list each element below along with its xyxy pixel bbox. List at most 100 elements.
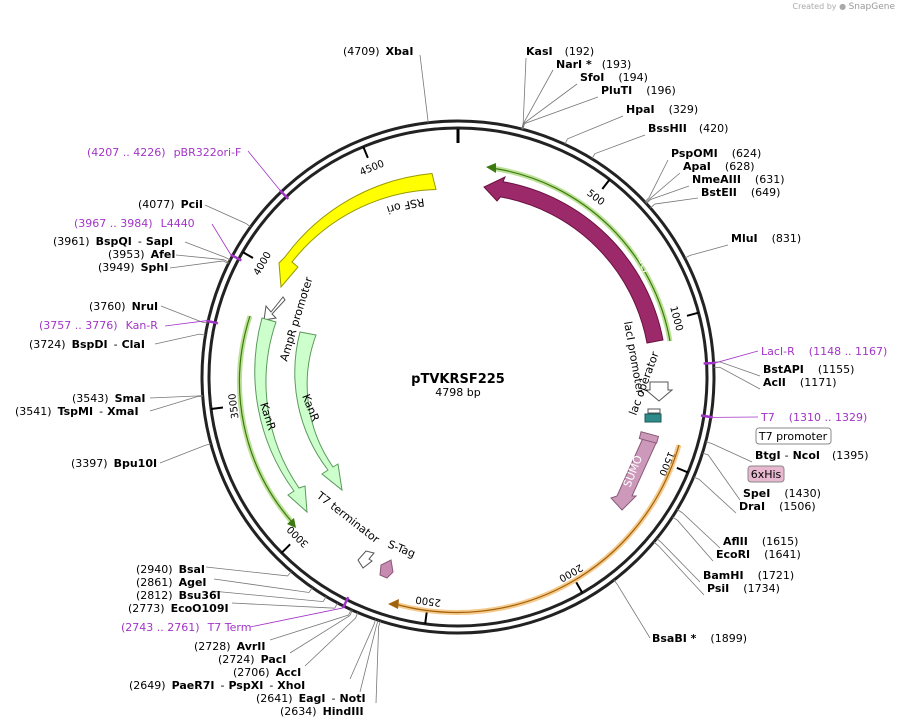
site-label-ecoRI[interactable]: EcoRI(1641) (716, 548, 801, 561)
svg-text:(4207 .. 4226)pBR322ori-F: (4207 .. 4226)pBR322ori-F (87, 146, 241, 159)
site-leader-line (702, 452, 741, 501)
site-label-bamHI[interactable]: BamHI(1721) (703, 569, 794, 582)
site-label-kasI[interactable]: KasI(192) (526, 45, 594, 58)
site-name: PspOMI (671, 147, 718, 160)
site-label-xbaI[interactable]: (4709)XbaI (343, 45, 413, 58)
kanr-outline-line (238, 315, 293, 523)
site-name: BsaI (179, 563, 205, 576)
primer-label-pbr322ori-f[interactable]: (4207 .. 4226)pBR322ori-F (87, 146, 241, 159)
primer-label-kan-r[interactable]: (3757 .. 3776)Kan-R (39, 319, 158, 332)
svg-text:KasI(192): KasI(192) (526, 45, 594, 58)
feature-box-6xhis[interactable]: 6xHis (747, 465, 785, 483)
site-leader-line (521, 57, 527, 130)
site-name: AvrII (237, 640, 266, 653)
site-pos: (3543) (72, 392, 109, 405)
site-label-pacI[interactable]: (2724)PacI (218, 653, 286, 666)
site-label-narI[interactable]: NarI *(193) (556, 58, 631, 71)
site-label-eagI-notI[interactable]: (2641)EagI-NotI (256, 692, 366, 705)
svg-text:(4077)PciI: (4077)PciI (138, 198, 203, 211)
site-label-nmeAIII[interactable]: NmeAIII(631) (692, 173, 785, 186)
site-name: SpeI (743, 487, 770, 500)
site-label-smaI[interactable]: (3543)SmaI (72, 392, 145, 405)
site-label-nruI[interactable]: (3760)NruI (89, 300, 158, 313)
tick-mark (601, 178, 611, 190)
site-leader-line (644, 159, 669, 203)
s-tag-arrow (379, 559, 394, 579)
site-label-ecoO109I[interactable]: (2773)EcoO109I (128, 602, 229, 615)
site-label-paeR7I-pspXI-xhoI[interactable]: (2649)PaeR7I-PspXI-XhoI (129, 679, 305, 692)
site-label-btgI-ncoI[interactable]: BtgI-NcoI(1395) (755, 449, 869, 462)
site-label-bspDI-claI[interactable]: (3724)BspDI-ClaI (29, 338, 145, 351)
svg-text:AclI(1171): AclI(1171) (763, 376, 836, 389)
site-label-hpaI[interactable]: HpaI(329) (626, 103, 698, 116)
site-pos: (420) (699, 122, 729, 135)
feature-box-t7-promoter[interactable]: T7 promoter (755, 427, 832, 445)
site-label-mluI[interactable]: MluI(831) (731, 232, 801, 245)
svg-text:NarI *(193): NarI *(193) (556, 58, 631, 71)
site-pos: (2634) (280, 705, 317, 718)
primer-label-t7[interactable]: T7(1310 .. 1329) (760, 411, 867, 424)
site-label-bstEII[interactable]: BstEII(649) (701, 186, 780, 199)
backbone-outer-ring (200, 119, 716, 635)
site-label-aclI[interactable]: AclI(1171) (763, 376, 836, 389)
primer-label-l4440[interactable]: (3967 .. 3984)L4440 (74, 217, 195, 230)
site-label-sphI[interactable]: (3949)SphI (98, 261, 168, 274)
tick-mark (575, 581, 584, 594)
site-label-ageI[interactable]: (2861)AgeI (136, 576, 207, 589)
site-pos: (3541) (15, 405, 52, 418)
site-pos: (2641) (256, 692, 293, 705)
restriction-site-lines (149, 54, 761, 704)
rsf-ori-feature-arrow (278, 172, 437, 289)
site-leader-line (521, 69, 554, 130)
site-leader-line (204, 204, 251, 228)
site-label-bspQI-sapI[interactable]: (3961)BspQI-SapI (53, 235, 173, 248)
site-label-bsu36I[interactable]: (2812)Bsu36I (136, 589, 221, 602)
site-label-aflII[interactable]: AflII(1615) (723, 535, 798, 548)
site-leader-line (645, 172, 681, 204)
tick-mark (242, 251, 254, 259)
site-pos: (4709) (343, 45, 380, 58)
site-leader-line (713, 361, 761, 377)
tick-mark (362, 146, 369, 159)
svg-text:(3541)TspMI-XmaI: (3541)TspMI-XmaI (15, 405, 139, 418)
site-label-bsaI[interactable]: (2940) BsaI (136, 563, 205, 576)
site-label-draI[interactable]: DraI(1506) (739, 500, 816, 513)
primer-label-t7-term[interactable]: (2743 .. 2761)T7 Term (121, 621, 251, 634)
site-label-afeI[interactable]: (3953)AfeI (108, 248, 175, 261)
lacI-outline-line (493, 167, 671, 342)
site-label-bpu10I[interactable]: (3397)Bpu10I (71, 457, 157, 470)
site-pos: (4077) (138, 198, 175, 211)
site-label-speI[interactable]: SpeI(1430) (743, 487, 821, 500)
tick-mark (686, 311, 699, 317)
site-label-accI[interactable]: (2706)AccI (233, 666, 301, 679)
site-label-psiI[interactable]: PsiI(1734) (707, 582, 780, 595)
site-leader-line (304, 612, 359, 667)
lacI-feature-arrow (483, 175, 664, 344)
site-name: EcoO109I (171, 602, 229, 615)
site-label-pspOMI[interactable]: PspOMI(624) (671, 147, 761, 160)
s-tag-label: S-Tag (386, 538, 417, 561)
site-label-tspMI-xmaI[interactable]: (3541)TspMI-XmaI (15, 405, 139, 418)
site-label-apaI[interactable]: ApaI(628) (683, 160, 755, 173)
site-label-bstAPI[interactable]: BstAPI(1155) (763, 363, 854, 376)
site-label-sfoI[interactable]: SfoI(194) (580, 71, 648, 84)
site-label-avrII[interactable]: (2728) AvrII (194, 640, 265, 653)
site-name: AccI (276, 666, 302, 679)
site-leader-line (521, 83, 578, 130)
site-leader-line (656, 538, 701, 583)
site-name-2: SapI (146, 235, 173, 248)
primer-label-laci-r[interactable]: LacI-R(1148 .. 1167) (761, 345, 887, 358)
svg-text:(3967 .. 3984)L4440: (3967 .. 3984)L4440 (74, 217, 195, 230)
site-label-pluTI[interactable]: PluTI(196) (601, 84, 676, 97)
site-label-bsaBI[interactable]: BsaBI *(1899) (652, 632, 747, 645)
t7-terminator-arrow (357, 550, 375, 569)
site-label-bssHII[interactable]: BssHII(420) (648, 122, 728, 135)
site-label-hindIII[interactable]: (2634)HindIII (280, 705, 364, 718)
sumo-head-block (638, 431, 660, 444)
site-label-pciI[interactable]: (4077)PciI (138, 198, 203, 211)
site-pos: (2940) (136, 563, 173, 576)
site-leader-line (159, 443, 211, 464)
plasmid-length: 4798 bp (435, 386, 480, 399)
site-pos: (2728) (194, 640, 231, 653)
site-pos: (1506) (779, 500, 816, 513)
